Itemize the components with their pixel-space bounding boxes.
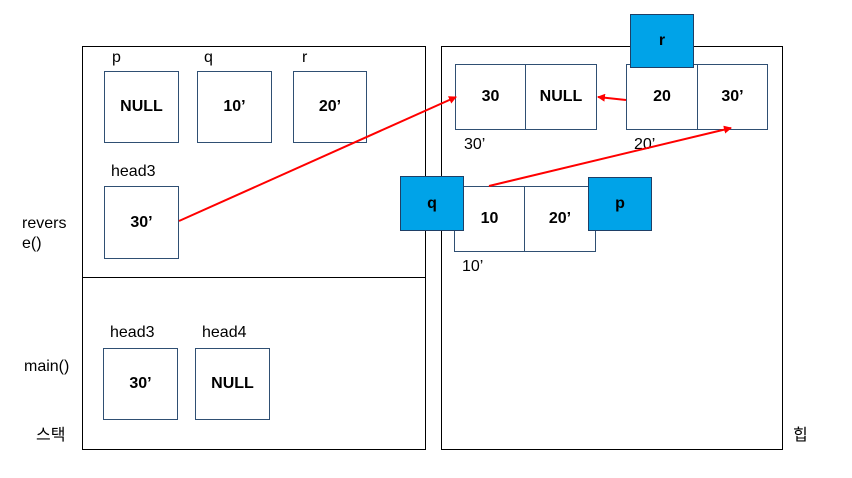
var-name-r: r (302, 49, 308, 66)
node-20-data: 20 (626, 64, 698, 130)
reverse-function-label: revers e() (22, 215, 67, 252)
main-var-box-head3: 30’ (103, 348, 178, 420)
var-box-r: 20’ (293, 71, 367, 143)
var-box-p: NULL (104, 71, 179, 143)
node-20-link: 30’ (697, 64, 768, 130)
node-30-address: 30’ (464, 136, 486, 153)
node-20-address: 20’ (634, 136, 656, 153)
main-function-label: main() (24, 358, 70, 375)
node-10-data: 10 (454, 186, 525, 252)
var-box-head3: 30’ (104, 186, 179, 259)
main-var-box-head4: NULL (195, 348, 270, 420)
pointer-tag-r: r (630, 14, 694, 68)
main-var-name-head3: head3 (110, 324, 155, 341)
node-10-address: 10’ (462, 258, 484, 275)
node-10-link: 20’ (524, 186, 596, 252)
node-30-data: 30 (455, 64, 526, 130)
node-30-link: NULL (525, 64, 597, 130)
var-box-q: 10’ (197, 71, 272, 143)
pointer-tag-q: q (400, 176, 464, 231)
stack-label: 스택 (36, 427, 66, 444)
var-name-head3: head3 (111, 163, 156, 180)
heap-label: 힙 (793, 427, 808, 444)
pointer-tag-p: p (588, 177, 652, 231)
frame-separator (82, 277, 426, 278)
var-name-q: q (204, 49, 213, 66)
main-var-name-head4: head4 (202, 324, 247, 341)
var-name-p: p (112, 49, 121, 66)
